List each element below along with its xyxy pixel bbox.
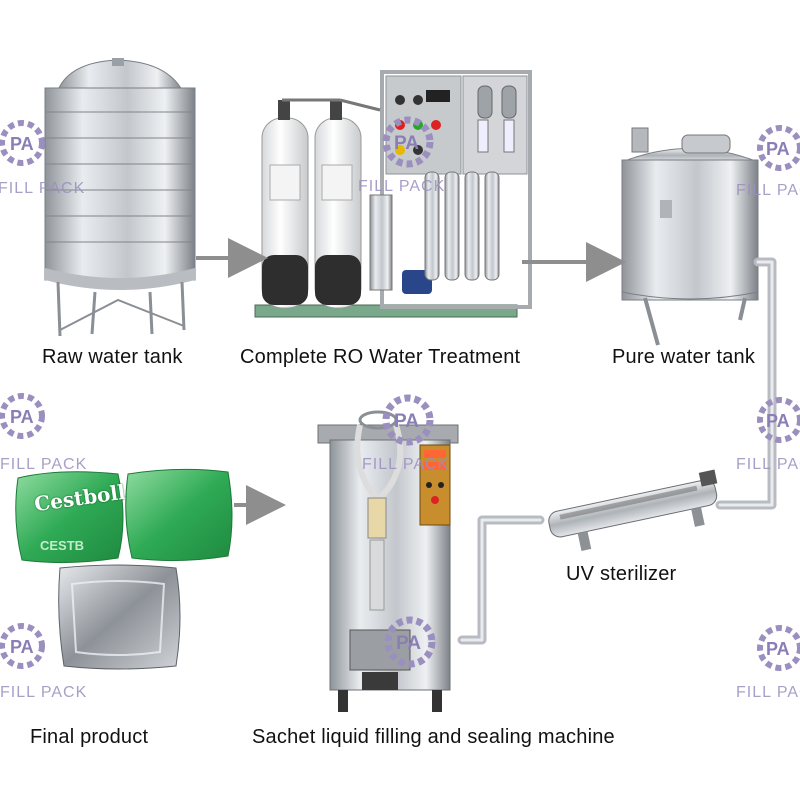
gear-icon: PA: [382, 394, 434, 446]
gear-icon: PA: [0, 393, 45, 439]
watermark-logo: PA: [0, 618, 50, 683]
watermark-logo: PA: [752, 390, 800, 455]
gear-icon: PA: [757, 625, 800, 671]
svg-text:PA: PA: [394, 411, 419, 432]
raw-water-tank: [44, 58, 196, 337]
final-product-sachets: [15, 468, 233, 670]
ro-treatment-unit: [254, 70, 532, 318]
watermark-logo: PA: [0, 388, 50, 453]
water-pipes: [457, 257, 777, 645]
watermark-brand: FILL PACK: [0, 180, 86, 197]
svg-text:PA: PA: [766, 139, 790, 159]
gear-icon: PA: [382, 116, 434, 168]
sachet-brand-lettering: CESTB: [40, 538, 85, 553]
gear-icon: PA: [0, 623, 45, 669]
svg-text:PA: PA: [10, 134, 34, 154]
flow-arrows: [196, 238, 626, 525]
watermark-logo: PA: [752, 118, 800, 183]
caption-final-product: Final product: [30, 726, 149, 748]
gear-icon: PA: [757, 125, 800, 171]
watermark-brand: FILL PACK: [736, 456, 800, 473]
watermark-logo: PA: [380, 612, 440, 677]
pure-water-tank: [621, 127, 759, 346]
svg-text:PA: PA: [766, 411, 790, 431]
svg-text:PA: PA: [396, 633, 421, 654]
caption-ro-treatment: Complete RO Water Treatment: [240, 346, 521, 368]
caption-filling-machine: Sachet liquid filling and sealing machin…: [252, 726, 615, 748]
caption-raw-water-tank: Raw water tank: [42, 346, 183, 368]
watermark-brand: FILL PACK: [0, 456, 88, 473]
svg-text:PA: PA: [766, 639, 790, 659]
svg-text:PA: PA: [10, 407, 34, 427]
watermark-brand: FILL PACK: [362, 456, 450, 473]
watermark-brand: FILL PACK: [358, 178, 446, 195]
gear-icon: PA: [757, 397, 800, 443]
uv-sterilizer: [548, 469, 718, 551]
watermark-logo: PA: [378, 390, 438, 455]
watermark-logo: PA: [378, 112, 438, 177]
gear-icon: PA: [0, 120, 45, 166]
svg-text:PA: PA: [10, 637, 34, 657]
watermark-brand: FILL PACK: [736, 182, 800, 199]
caption-pure-water-tank: Pure water tank: [612, 346, 756, 368]
watermark-brand: FILL PACK: [0, 684, 88, 701]
watermark-logo: PA: [752, 618, 800, 683]
svg-text:PA: PA: [394, 133, 419, 154]
watermark-brand: FILL PACK: [736, 684, 800, 701]
gear-icon: PA: [384, 616, 436, 668]
watermark-logo: PA: [0, 115, 50, 180]
caption-uv-sterilizer: UV sterilizer: [566, 563, 677, 585]
